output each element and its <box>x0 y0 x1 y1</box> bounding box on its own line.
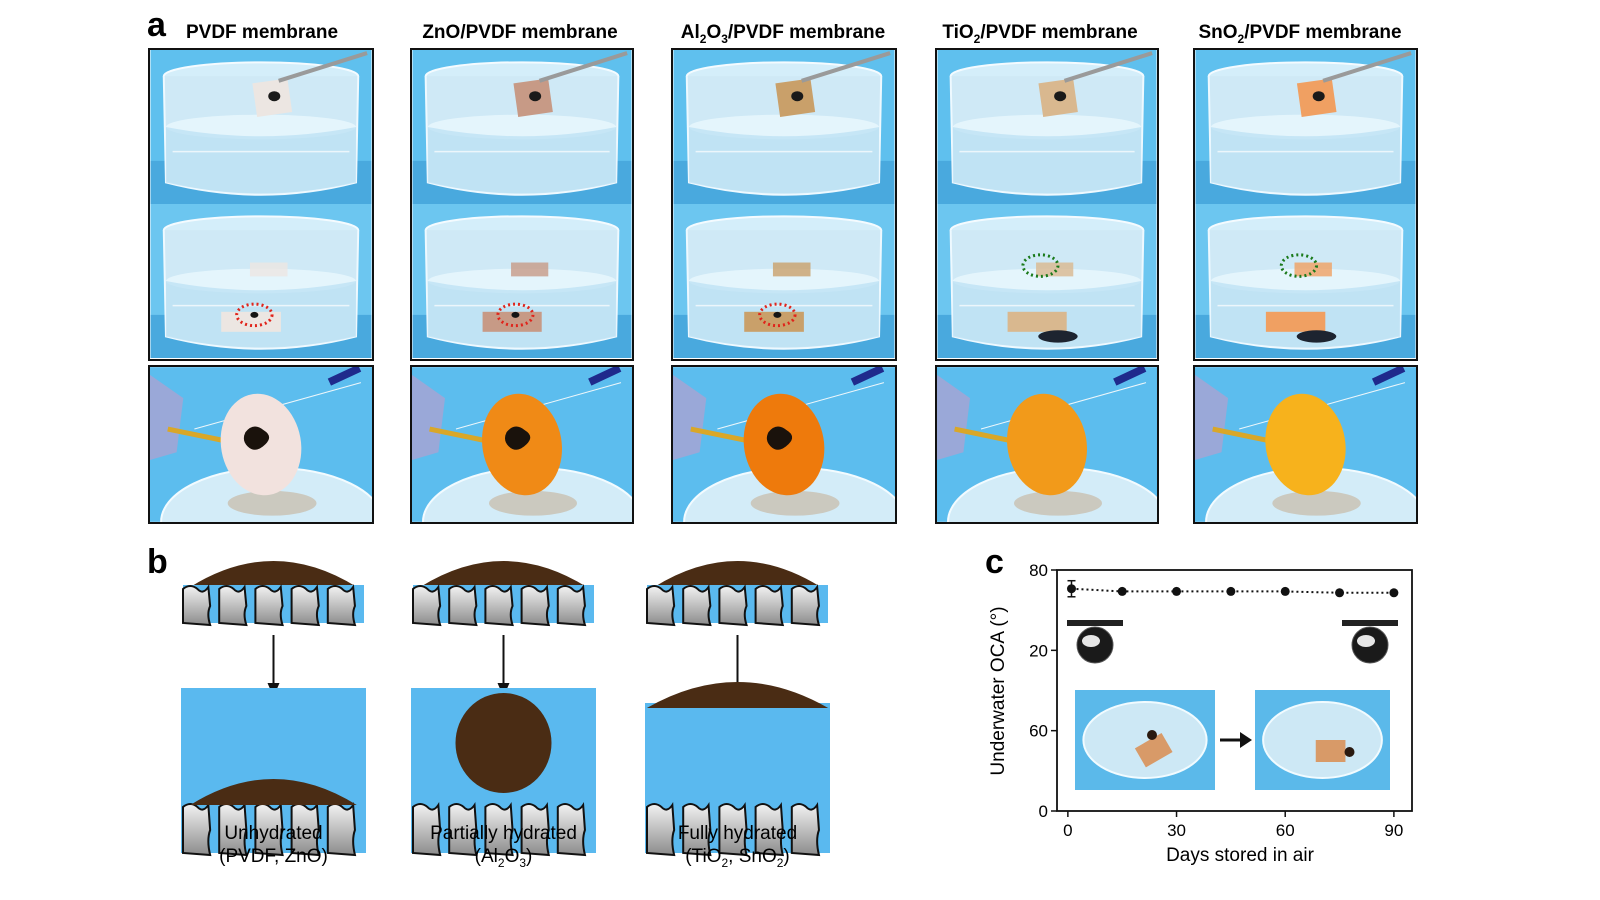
column-title: Al2O3/PVDF membrane <box>680 22 886 46</box>
dish-photo <box>937 50 1157 204</box>
immersion-photo-frame <box>1193 48 1418 361</box>
dish-photo <box>937 204 1157 358</box>
oil-droplet <box>654 561 821 587</box>
y-tick-label: 180 <box>1030 561 1048 580</box>
panel-a-letter: a <box>147 6 166 44</box>
dish-photo <box>150 50 372 204</box>
disc-photo <box>148 365 374 524</box>
dish-photo <box>673 50 895 204</box>
oil-droplet <box>646 682 829 708</box>
oil-droplet <box>420 561 587 587</box>
data-point <box>1335 588 1345 598</box>
column-title: PVDF membrane <box>185 22 339 43</box>
dish-photo <box>1195 50 1416 204</box>
state-caption: Partially hydrated(Al2O3) <box>430 823 577 870</box>
immersion-photo-frame <box>410 48 634 361</box>
x-axis-label: Days stored in air <box>1166 845 1314 866</box>
state-caption: Unhydrated(PVDF, ZnO) <box>219 823 328 867</box>
immersion-photo-frame <box>148 48 374 361</box>
immersion-photo-frame <box>671 48 897 361</box>
panel-c-letter: c <box>985 543 1004 581</box>
dish-photo <box>673 204 895 358</box>
plot-frame <box>1056 569 1413 812</box>
column-title: ZnO/PVDF membrane <box>422 22 618 43</box>
y-tick-label: 60 <box>1030 722 1048 741</box>
x-tick-label: 60 <box>1276 821 1295 840</box>
disc-photo <box>410 365 634 524</box>
dish-photo <box>412 204 632 358</box>
x-tick-label: 90 <box>1384 821 1403 840</box>
disc-photo-image <box>412 367 632 522</box>
data-point <box>1172 586 1182 596</box>
y-tick-label: 0 <box>1039 802 1048 821</box>
disc-photo-image <box>1195 367 1416 522</box>
disc-photo <box>671 365 897 524</box>
disc-photo <box>1193 365 1418 524</box>
data-point <box>1389 588 1399 598</box>
hydration-schematics <box>181 561 830 857</box>
panel-b-letter: b <box>147 543 168 581</box>
dish-photo <box>1195 204 1416 358</box>
oca-chart: 0 60 120 180 0 30 60 90 <box>1030 561 1413 840</box>
oil-droplet <box>190 779 357 805</box>
column-title: TiO2/PVDF membrane <box>942 22 1138 46</box>
data-point <box>1280 586 1290 596</box>
immersion-photo-frame <box>935 48 1159 361</box>
y-axis-label: Underwater OCA (°) <box>988 606 1009 776</box>
y-tick-label: 120 <box>1030 641 1048 660</box>
x-tick-label: 30 <box>1167 821 1186 840</box>
data-point <box>1117 586 1127 596</box>
inset-photos <box>1075 690 1390 790</box>
disc-photo <box>935 365 1159 524</box>
disc-photo-image <box>937 367 1157 522</box>
disc-photo-image <box>673 367 895 522</box>
data-point <box>1226 586 1236 596</box>
state-caption: Fully hydrated(TiO2, SnO2) <box>677 823 798 870</box>
x-tick-label: 0 <box>1063 821 1072 840</box>
data-point <box>1066 584 1076 594</box>
oil-droplet <box>190 561 357 587</box>
oil-bead <box>455 693 552 793</box>
dish-photo <box>412 50 632 204</box>
disc-photo-image <box>150 367 372 522</box>
column-title: SnO2/PVDF membrane <box>1198 22 1402 46</box>
dish-photo <box>150 204 372 358</box>
